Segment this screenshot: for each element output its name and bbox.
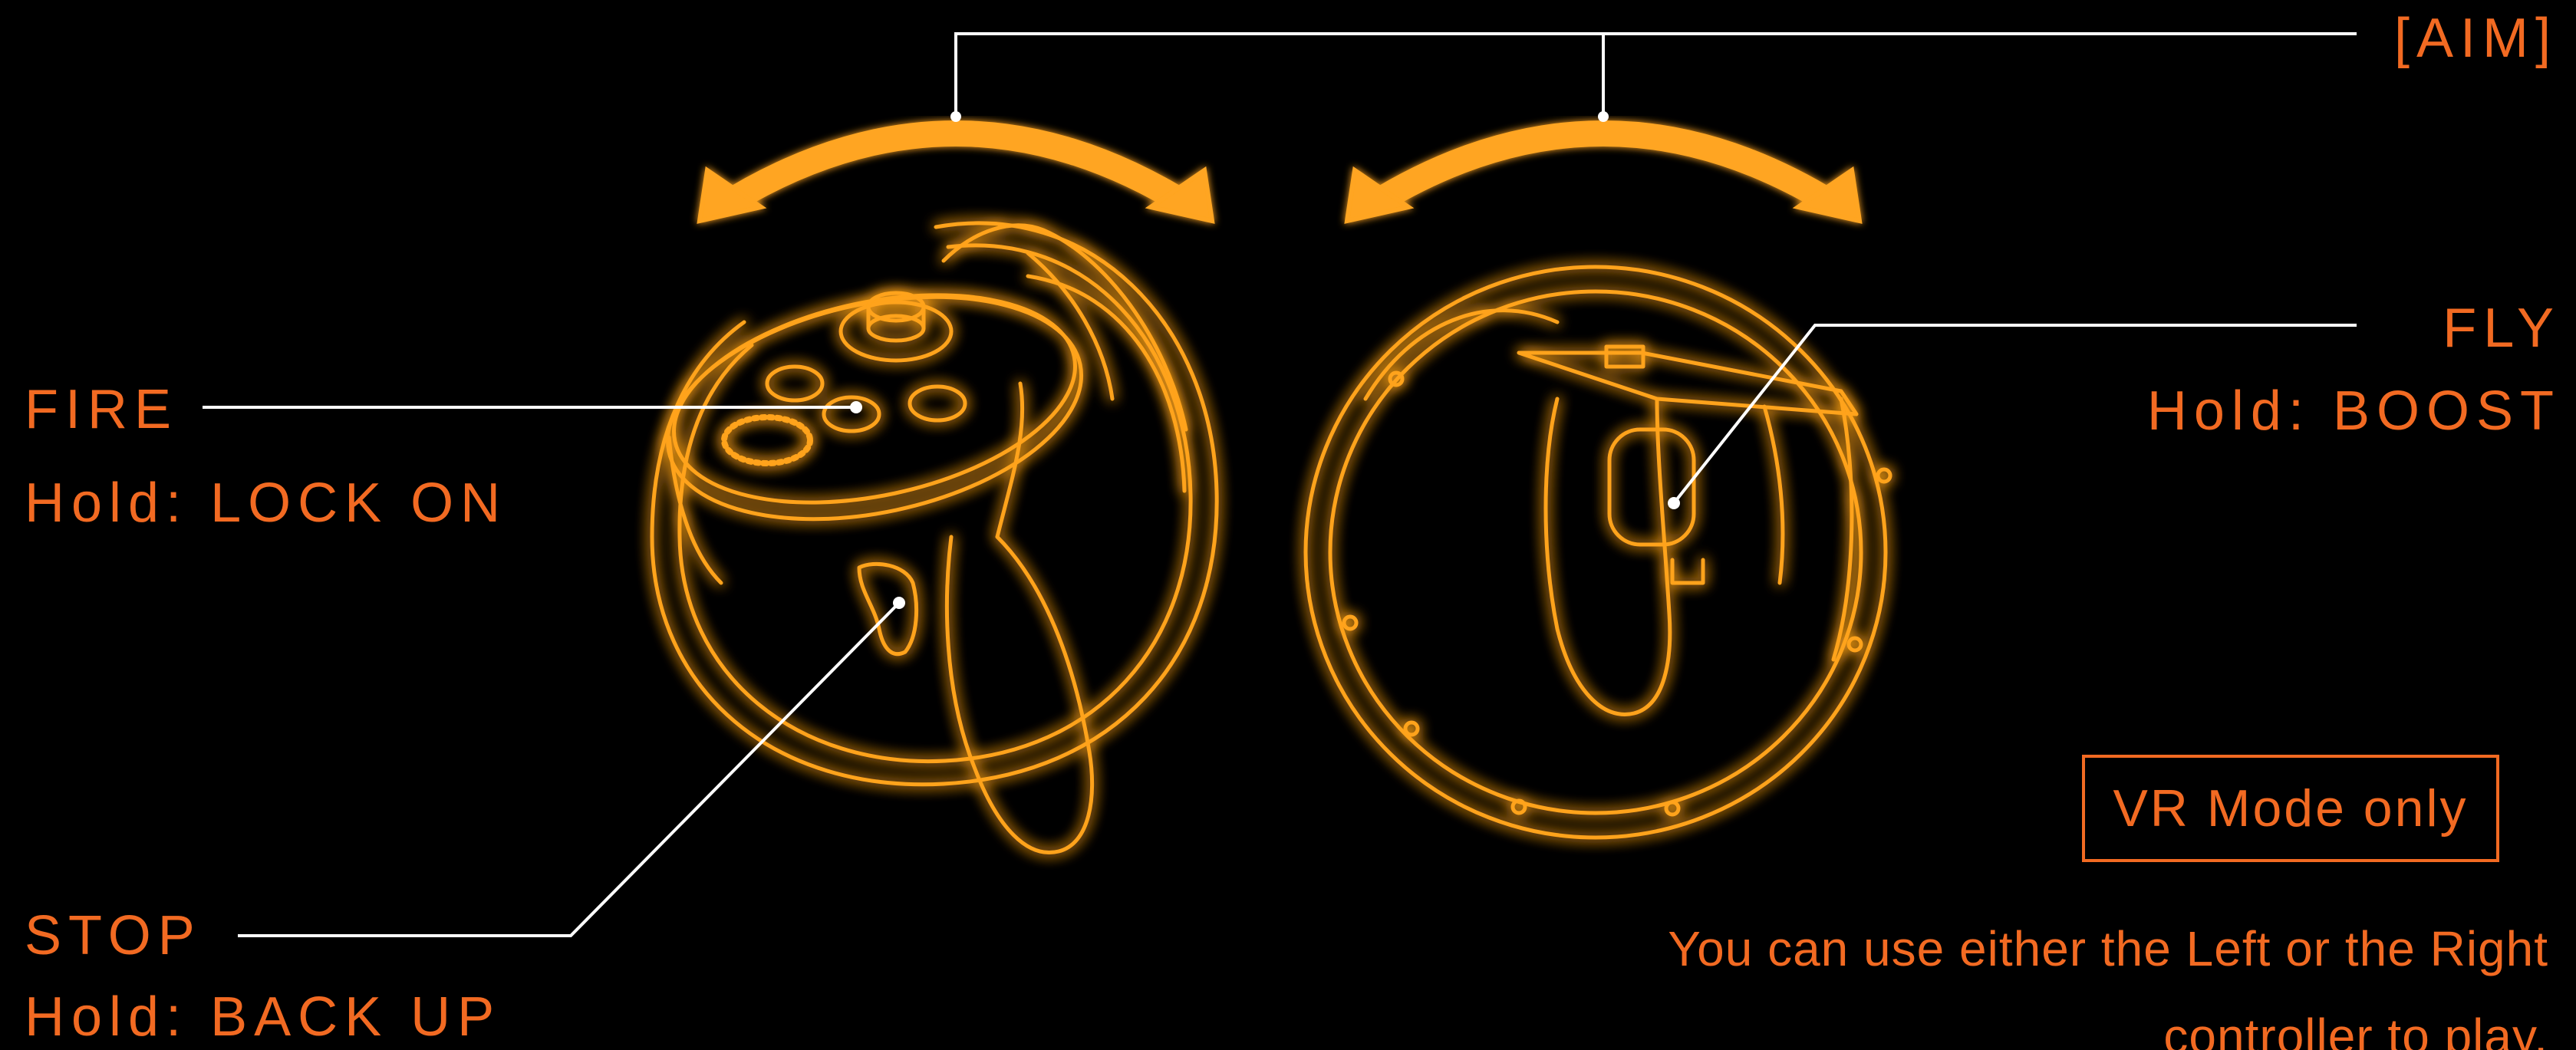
aim-arrow-icon [700,133,1212,221]
fly-hold-label: Hold: BOOST [2147,383,2561,439]
stop-label: STOP [25,908,202,963]
left-controller-icon [647,223,1217,853]
stop-anchor-dot [893,597,905,609]
aim-label: [AIM] [2394,11,2558,66]
fire-anchor-dot [850,401,862,413]
stop-leader-line [238,603,899,936]
vr-mode-badge: VR Mode only [2082,755,2499,862]
aim-arrow-icon [1347,133,1860,221]
fly-anchor-dot [1668,497,1680,509]
fly-label: FLY [2443,301,2561,356]
right-controller-icon [1306,267,1890,838]
fire-hold-label: Hold: LOCK ON [25,476,507,531]
fire-label: FIRE [25,382,178,437]
aim-leader-lines [956,34,2357,117]
controller-note: You can use either the Left or the Right… [1474,905,2548,1050]
stop-hold-label: Hold: BACK UP [25,989,501,1045]
